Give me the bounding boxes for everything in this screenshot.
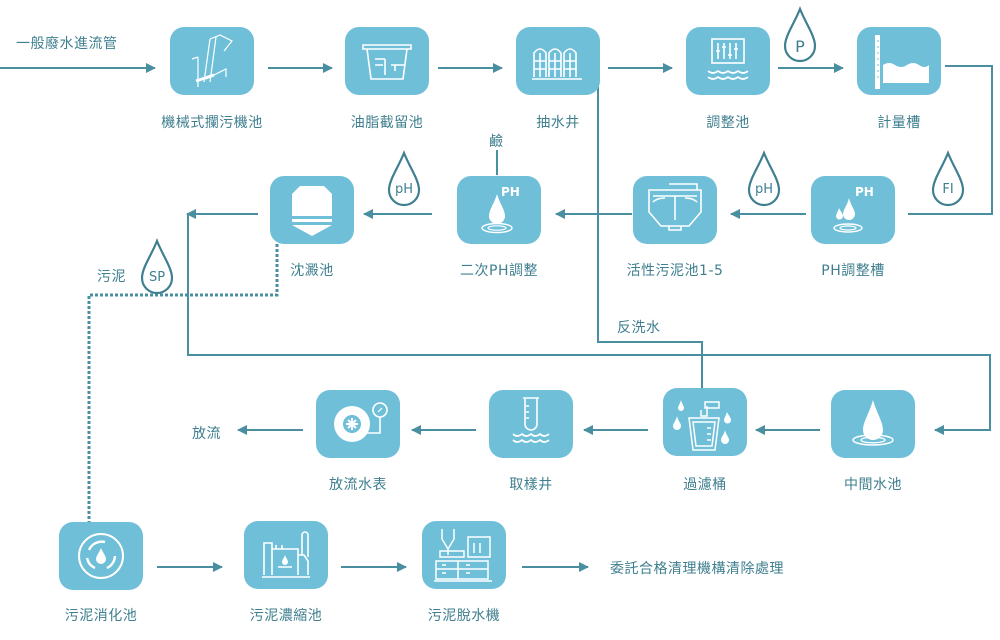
flow-line-metering-to-ph [908, 65, 993, 215]
bar-screen-icon [191, 34, 233, 87]
svg-text:PH: PH [501, 185, 520, 199]
sludge-dotted-line [87, 244, 279, 522]
label-effluent-meter: 放流水表 [329, 477, 387, 493]
node-ph-adjust[interactable]: PH [811, 176, 895, 244]
node-metering[interactable] [857, 27, 941, 95]
label-thickening: 污泥濃縮池 [249, 608, 323, 624]
label-sedimentation: 沈澱池 [290, 263, 334, 279]
grease-trap-icon [362, 44, 412, 80]
node-intermediate[interactable] [831, 390, 915, 458]
dewatering-machine-icon [434, 529, 492, 582]
water-drop-outline-icon [140, 238, 174, 295]
node-thickening[interactable] [244, 521, 328, 589]
instrument-ph-1: pH [744, 150, 784, 210]
instrument-sp: SP [137, 238, 177, 298]
test-tube-icon [512, 397, 550, 443]
node-filter[interactable] [663, 388, 747, 456]
backwash-line [597, 84, 703, 388]
node-effluent-meter[interactable] [316, 390, 400, 458]
sludge-label: 污泥 [97, 269, 126, 285]
alkali-label: 鹼 [489, 134, 504, 150]
label-grease-trap: 油脂截留池 [350, 115, 424, 131]
instrument-sp-label: SP [148, 270, 166, 285]
ph-drop-icon: PH [481, 185, 520, 234]
pump-tanks-icon [532, 48, 582, 80]
node-grease-trap[interactable] [345, 27, 429, 95]
recycle-drop-icon [78, 533, 124, 579]
node-bar-screen[interactable] [170, 27, 254, 95]
flow-meter-icon [334, 402, 388, 442]
water-drop-ripple-icon [852, 400, 894, 446]
sedimentation-tank-icon [292, 186, 332, 236]
instrument-ph-1-label: pH [754, 182, 774, 197]
node-sedimentation[interactable] [270, 176, 354, 244]
instrument-p-label: P [795, 37, 805, 56]
water-drop-outline-icon [387, 150, 421, 207]
label-bar-screen: 機械式攔污機池 [161, 115, 263, 131]
label-digestion: 污泥消化池 [64, 608, 138, 624]
instrument-ph-2-label: pH [394, 182, 414, 197]
label-intermediate: 中間水池 [844, 477, 902, 493]
filter-bucket-icon [673, 400, 731, 451]
node-pump-well[interactable] [516, 27, 600, 95]
label-ph-adjust-2: 二次PH調整 [460, 263, 538, 279]
level-gauge-icon [875, 35, 929, 89]
discharge-label: 放流 [192, 426, 221, 442]
node-equalization[interactable] [686, 27, 770, 95]
water-drop-outline-icon [783, 6, 817, 63]
instrument-fi-label: FI [942, 182, 954, 197]
instrument-ph-2: pH [384, 150, 424, 210]
label-metering: 計量槽 [877, 115, 921, 131]
water-drop-outline-icon [931, 150, 965, 207]
label-equalization: 調整池 [706, 115, 750, 131]
inflow-label: 一般廢水進流管 [16, 36, 118, 52]
label-dewatering: 污泥脫水機 [427, 608, 501, 624]
outsourced-disposal-label: 委託合格清理機構清除處理 [610, 561, 784, 577]
activated-sludge-tank-icon [648, 183, 702, 231]
ph-drops-icon: PH [833, 185, 874, 233]
label-activated-sludge: 活性污泥池1-5 [626, 263, 724, 279]
water-drop-outline-icon [747, 150, 781, 207]
node-ph-adjust-2[interactable]: PH [457, 176, 541, 244]
backwash-label: 反洗水 [617, 320, 661, 336]
label-pump-well: 抽水井 [536, 115, 580, 131]
node-sampling[interactable] [489, 390, 573, 458]
node-dewatering[interactable] [422, 521, 506, 589]
label-ph-adjust: PH調整槽 [821, 263, 885, 279]
label-sampling: 取樣井 [509, 477, 553, 493]
label-filter: 過濾桶 [683, 477, 727, 493]
instrument-p: P [780, 6, 820, 66]
instrument-fi: FI [928, 150, 968, 210]
svg-text:PH: PH [855, 185, 874, 199]
node-digestion[interactable] [59, 522, 143, 590]
control-panel-water-icon [707, 38, 749, 80]
node-activated-sludge[interactable] [633, 176, 717, 244]
thickener-plant-icon [262, 531, 310, 578]
